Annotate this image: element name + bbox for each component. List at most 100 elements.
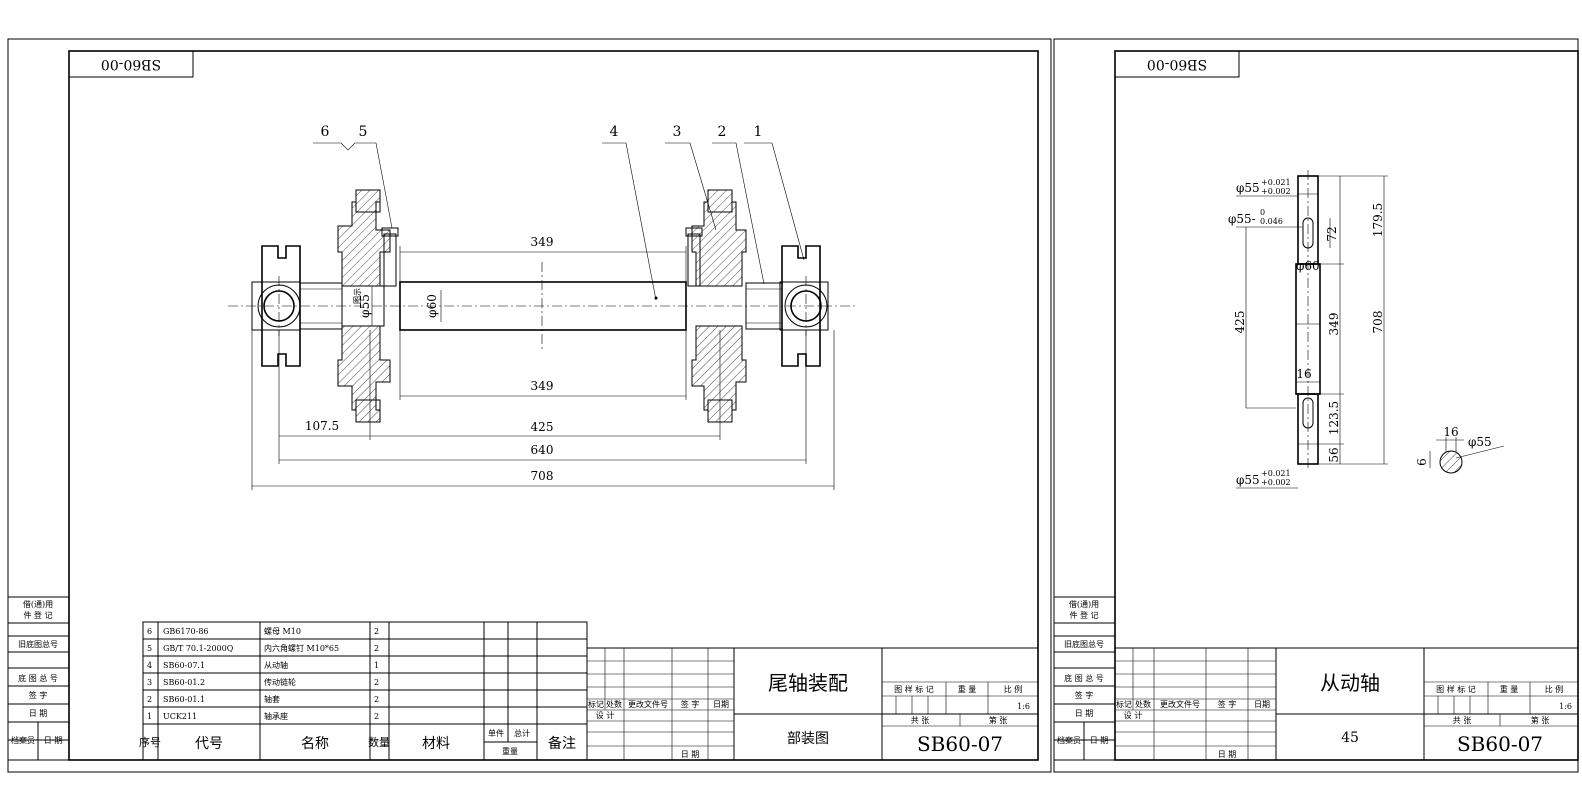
svg-text:螺母 M10: 螺母 M10 xyxy=(264,626,301,636)
balloon-2: 2 xyxy=(718,124,727,140)
svg-text:56: 56 xyxy=(1327,447,1341,462)
sheet-1-title: 尾轴装配 xyxy=(768,671,848,695)
assembly-view: 6 5 4 3 2 1 xyxy=(228,124,858,490)
svg-text:SB60-07.1: SB60-07.1 xyxy=(163,661,205,670)
svg-text:640: 640 xyxy=(531,443,554,457)
svg-text:2: 2 xyxy=(374,644,379,653)
svg-text:件 登 记: 件 登 记 xyxy=(23,610,52,620)
svg-text:图 样 标 记: 图 样 标 记 xyxy=(894,684,934,694)
shaft-dimensions: φ55 +0.021 +0.002 φ55- 0 0.046 φ60 179.5… xyxy=(1228,178,1385,487)
shaft-part-view xyxy=(1236,170,1388,489)
svg-text:2: 2 xyxy=(374,627,379,636)
right-bearing-housing xyxy=(779,245,829,367)
svg-text:2: 2 xyxy=(374,712,379,721)
sheet-1: SB60-00 借(通)用 件 登 记 旧底图总号 底 图 总 号 签 字 日 … xyxy=(7,38,1052,773)
svg-text:2: 2 xyxy=(374,695,379,704)
svg-text:5: 5 xyxy=(147,644,152,653)
svg-text:日 期: 日 期 xyxy=(1075,709,1094,718)
svg-text:重量: 重量 xyxy=(502,746,518,756)
svg-text:φ55-: φ55- xyxy=(1228,212,1256,226)
svg-text:比 例: 比 例 xyxy=(1004,684,1023,694)
svg-text:349: 349 xyxy=(531,379,554,393)
svg-text:φ55: φ55 xyxy=(1236,181,1260,195)
svg-text:旧底图总号: 旧底图总号 xyxy=(1064,639,1104,649)
sheet-2-material: 45 xyxy=(1341,730,1359,746)
svg-text:签 字: 签 字 xyxy=(681,699,700,709)
svg-text:日 期: 日 期 xyxy=(44,736,63,745)
svg-text:更改文件号: 更改文件号 xyxy=(628,699,668,709)
svg-text:107.5: 107.5 xyxy=(305,419,339,433)
svg-text:日 期: 日 期 xyxy=(1218,750,1237,759)
svg-text:数量: 数量 xyxy=(368,736,390,749)
svg-text:重 量: 重 量 xyxy=(958,684,977,694)
svg-text:图 样 标 记: 图 样 标 记 xyxy=(1436,684,1476,694)
svg-text:SB60-01.2: SB60-01.2 xyxy=(163,678,205,687)
svg-text:签 字: 签 字 xyxy=(1075,690,1094,700)
svg-text:6: 6 xyxy=(147,627,152,636)
balloon-1: 1 xyxy=(754,124,763,140)
svg-text:签 字: 签 字 xyxy=(29,690,48,700)
balloon-3: 3 xyxy=(673,124,682,140)
svg-text:第 张: 第 张 xyxy=(989,715,1008,725)
svg-text:φ55: φ55 xyxy=(1236,473,1260,487)
svg-text:更改文件号: 更改文件号 xyxy=(1160,699,1200,709)
sheet-2-stamp: SB60-00 xyxy=(1114,50,1240,78)
table-row: 5 GB/T 70.1-2000Q 内六角螺钉 M10*65 2 xyxy=(147,643,379,653)
svg-text:从动轴: 从动轴 xyxy=(264,660,288,670)
shaft-section-view: 16 6 φ55 xyxy=(1415,425,1505,474)
svg-text:内六角螺钉 M10*65: 内六角螺钉 M10*65 xyxy=(264,643,339,653)
table-row: 6 GB6170-86 螺母 M10 2 xyxy=(147,626,379,636)
svg-text:借(通)用: 借(通)用 xyxy=(23,599,53,609)
sheet-2-title: 从动轴 xyxy=(1320,671,1380,695)
svg-text:重 量: 重 量 xyxy=(1500,684,1519,694)
svg-text:708: 708 xyxy=(1371,311,1385,334)
bom-table xyxy=(142,621,588,761)
svg-text:总计: 总计 xyxy=(514,728,530,738)
svg-text:425: 425 xyxy=(1233,311,1247,334)
svg-text:名称: 名称 xyxy=(301,736,329,752)
svg-text:425: 425 xyxy=(531,420,554,434)
sheet-1-title-block: 标记 处数 更改文件号 签 字 日期 设 计 日 期 尾轴装配 部装图 图 样 … xyxy=(586,647,1039,761)
balloon-4: 4 xyxy=(610,124,619,140)
svg-text:1: 1 xyxy=(147,712,152,721)
svg-text:序号: 序号 xyxy=(139,735,161,749)
svg-text:0.046: 0.046 xyxy=(1260,217,1283,226)
svg-text:旧底图总号: 旧底图总号 xyxy=(18,639,58,649)
main-shaft xyxy=(399,281,687,331)
svg-text:179.5: 179.5 xyxy=(1371,203,1385,237)
svg-text:底 图 总 号: 底 图 总 号 xyxy=(1064,673,1104,683)
right-bolt xyxy=(687,233,701,287)
table-row: 4 SB60-07.1 从动轴 1 xyxy=(147,660,379,670)
svg-text:日期: 日期 xyxy=(713,700,729,709)
svg-text:共 张: 共 张 xyxy=(911,716,930,725)
svg-text:日 期: 日 期 xyxy=(1090,736,1109,745)
svg-text:φ55: φ55 xyxy=(1468,435,1492,449)
svg-text:16: 16 xyxy=(1443,425,1458,439)
svg-text:第 张: 第 张 xyxy=(1531,715,1550,725)
svg-text:φ60: φ60 xyxy=(1296,259,1320,273)
left-bolt xyxy=(383,233,397,287)
sheet-2-drawing-number: SB60-07 xyxy=(1457,732,1543,756)
balloon-5: 5 xyxy=(359,124,368,140)
svg-text:借(通)用: 借(通)用 xyxy=(1069,599,1099,609)
svg-text:2: 2 xyxy=(147,695,152,704)
svg-text:图示: 图示 xyxy=(353,288,362,304)
svg-text:φ55: φ55 xyxy=(358,294,372,318)
table-row: 1 UCK211 轴承座 2 xyxy=(147,711,379,721)
sheet-2: SB60-00 借(通)用 件 登 记 旧底图总号 底 图 总 号 签 字 日 … xyxy=(1053,38,1579,773)
assembly-dimensions xyxy=(251,246,835,490)
sheet-2-outer-border xyxy=(1053,38,1579,773)
svg-text:+0.021: +0.021 xyxy=(1261,178,1291,187)
sheet-1-inner-border xyxy=(68,50,1039,761)
svg-text:1:6: 1:6 xyxy=(1017,702,1030,711)
left-sprocket xyxy=(337,189,391,423)
svg-text:0: 0 xyxy=(1260,208,1265,217)
svg-text:GB/T 70.1-2000Q: GB/T 70.1-2000Q xyxy=(163,644,234,653)
svg-text:708: 708 xyxy=(531,469,554,483)
svg-text:SB60-01.1: SB60-01.1 xyxy=(163,695,205,704)
svg-text:6: 6 xyxy=(1415,458,1429,466)
bom-header-row: 序号 代号 名称 数量 材料 单件 总计 重量 备注 xyxy=(139,728,576,756)
balloon-6: 6 xyxy=(321,124,330,140)
svg-text:日期: 日期 xyxy=(1254,700,1270,709)
